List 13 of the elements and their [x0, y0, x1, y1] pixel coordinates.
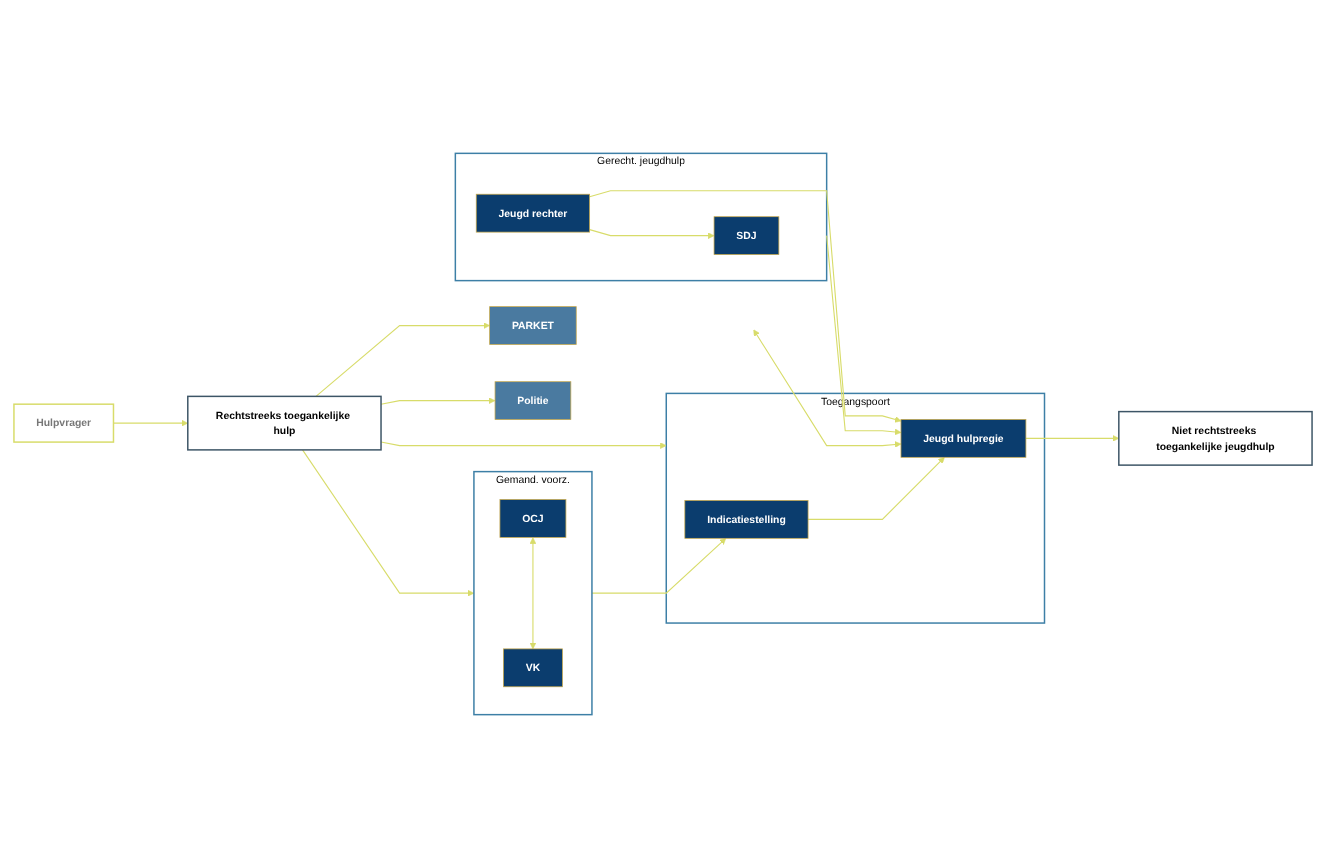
arrow: [589, 190, 902, 423]
arrow: [112, 419, 189, 427]
arrow: [315, 322, 490, 397]
arrow: [591, 538, 727, 594]
arrow: [807, 457, 945, 520]
arrow: [1025, 435, 1120, 442]
arrow: [302, 449, 475, 597]
arrow: [589, 229, 715, 239]
arrow: [529, 537, 537, 650]
arrow: [380, 397, 496, 405]
arrow: [753, 329, 902, 448]
arrow: [826, 235, 902, 436]
arrow: [380, 441, 667, 449]
